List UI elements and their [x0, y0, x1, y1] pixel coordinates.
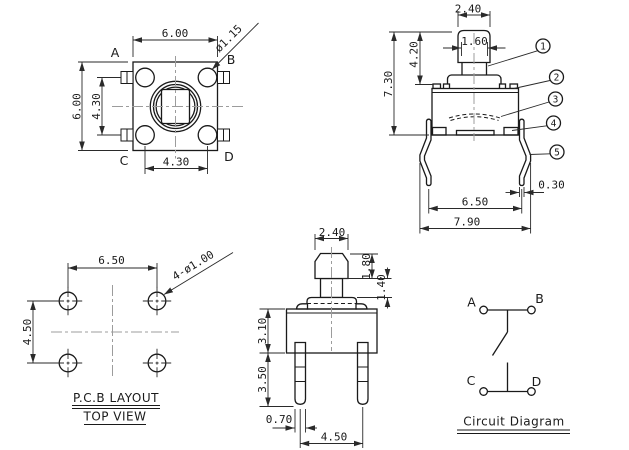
dim-stem-width: 1.60 — [461, 35, 488, 48]
side-tabs — [120, 71, 230, 142]
dim-body-height: 6.00 — [71, 93, 84, 120]
mounting-holes — [53, 286, 172, 378]
side-view: 2.40 1.60 4.20 7.30 6.50 7.90 0.30 1 2 3… — [382, 3, 565, 234]
flange-ear-left — [432, 83, 442, 90]
centerlines — [51, 285, 179, 379]
label-c: C — [120, 153, 129, 168]
right-leg — [356, 341, 369, 405]
title-underlines — [72, 405, 160, 425]
centerlines — [112, 56, 245, 159]
dim-pitch-h: 4.30 — [163, 156, 190, 169]
callouts: 1 2 3 4 5 — [487, 38, 565, 160]
terminal-c-label: C — [467, 373, 476, 388]
left-leg — [419, 118, 432, 187]
dim-hole-dia: 4-ø1.00 — [170, 248, 216, 283]
dim-cap-height: 1.80 — [360, 253, 373, 280]
dim-body-height: 3.10 — [256, 318, 269, 345]
terminal-a-node — [479, 305, 489, 315]
dim-leg-pitch: 4.50 — [321, 431, 348, 444]
dim-cap-width: 2.40 — [455, 3, 482, 16]
label-a: A — [111, 45, 120, 60]
dim-total-height: 7.30 — [382, 71, 395, 98]
callout-5-balloon — [549, 144, 565, 160]
terminal-a-label: A — [467, 295, 476, 310]
cap — [314, 252, 349, 280]
circuit-diagram: A B C D Circuit Diagram — [457, 291, 570, 434]
collar-foot-right — [355, 303, 368, 310]
side-view-dimensions: 2.40 1.60 4.20 7.30 6.50 7.90 0.30 — [382, 3, 565, 234]
dim-stem-height: 4.20 — [408, 41, 421, 68]
label-d: D — [224, 149, 234, 164]
dim-leg-max-span: 7.90 — [454, 216, 481, 229]
dim-leg-width: 0.70 — [266, 413, 293, 426]
collar-foot-left — [295, 303, 309, 310]
pcb-layout-subtitle: TOP VIEW — [82, 410, 146, 424]
terminal-d-node — [526, 387, 536, 396]
circuit-diagram-title: Circuit Diagram — [463, 415, 564, 429]
front-view: 2.40 1.80 1.40 3.10 3.50 0.70 4.50 — [256, 226, 392, 448]
corner-terminals — [135, 67, 218, 145]
dim-leg-thickness: 0.30 — [538, 179, 565, 192]
callout-3: 3 — [553, 95, 559, 106]
pcb-layout-title: P.C.B LAYOUT — [73, 391, 159, 405]
callout-5: 5 — [554, 148, 560, 159]
callout-4-balloon — [545, 115, 562, 131]
dim-cap-width: 2.40 — [319, 226, 346, 239]
callout-2: 2 — [554, 73, 560, 84]
stem-dia-leader — [211, 22, 259, 70]
label-b: B — [227, 52, 236, 67]
pcb-dimensions: 6.50 4.50 4-ø1.00 — [21, 248, 234, 364]
title-underlines — [457, 429, 570, 434]
terminal-c-node — [479, 387, 489, 396]
top-view: 6.00 6.00 4.30 4.30 ø1.15 A B C D — [71, 22, 259, 174]
terminal-b-label: B — [535, 291, 544, 306]
left-leg — [294, 341, 307, 405]
front-view-dimensions: 2.40 1.80 1.40 3.10 3.50 0.70 4.50 — [256, 226, 392, 448]
terminal-d-label: D — [532, 374, 542, 389]
leg-ribs — [295, 366, 368, 382]
circuit-wires — [487, 309, 528, 393]
cap — [457, 29, 491, 64]
right-leg — [518, 118, 532, 187]
dim-leg-length: 3.50 — [256, 366, 269, 393]
dim-pitch-v: 4.30 — [90, 93, 103, 120]
dim-stem-height: 1.40 — [375, 274, 388, 301]
dim-hole-pitch-v: 4.50 — [21, 319, 34, 346]
terminal-labels: A B C D — [111, 45, 236, 168]
hole-dia-leader — [163, 252, 234, 295]
base-notches — [431, 126, 519, 136]
dim-body-width: 6.00 — [162, 27, 189, 40]
callout-3-balloon — [547, 91, 564, 107]
callout-1: 1 — [540, 42, 546, 53]
callout-2-balloon — [548, 69, 565, 85]
callout-4: 4 — [551, 119, 557, 130]
dim-leg-tip-span: 6.50 — [462, 196, 489, 209]
dim-hole-pitch-h: 6.50 — [98, 254, 125, 267]
pcb-layout-view: 6.50 4.50 4-ø1.00 P.C.B LAYOUT TOP VIEW — [21, 248, 234, 425]
terminal-b-node — [526, 305, 536, 315]
callout-1-balloon — [535, 38, 551, 54]
